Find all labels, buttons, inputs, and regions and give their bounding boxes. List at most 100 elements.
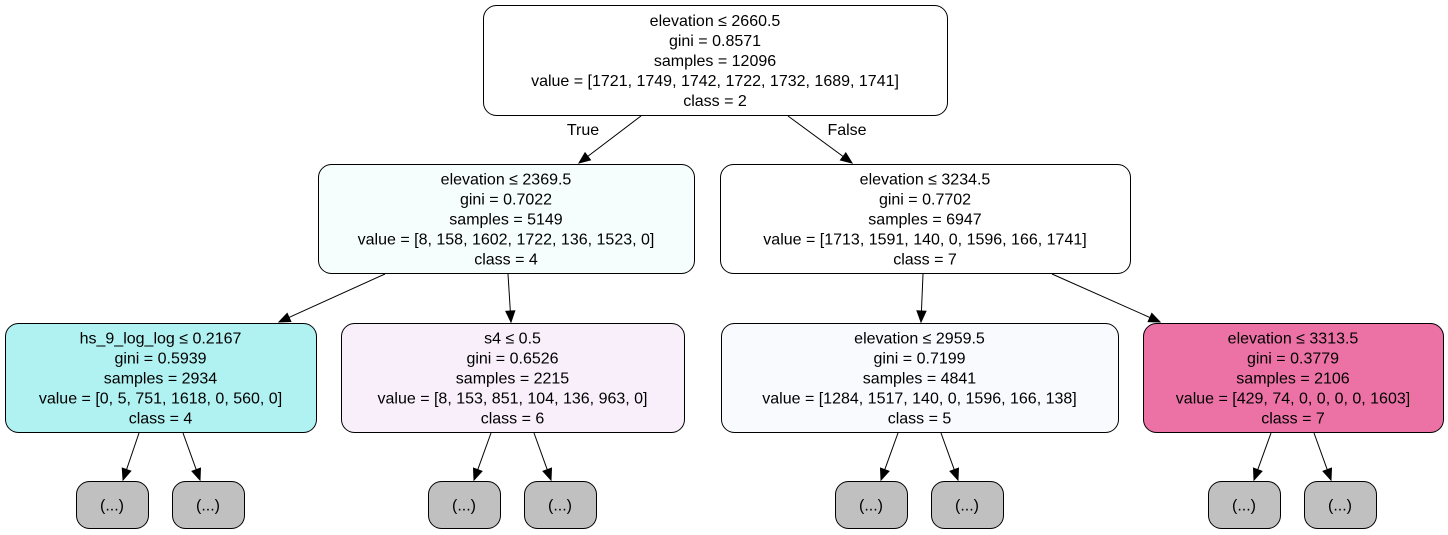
node-box bbox=[1208, 481, 1281, 529]
node-text-line: gini = 0.7199 bbox=[873, 351, 965, 368]
tree-edge-n3-t1 bbox=[121, 432, 140, 482]
edge-line bbox=[884, 432, 899, 470]
truncated-label: (...) bbox=[100, 498, 124, 515]
arrow-head-icon bbox=[1147, 312, 1162, 323]
node-text-line: samples = 2106 bbox=[1236, 371, 1350, 388]
tree-node-n6: elevation ≤ 3313.5 gini = 0.3779 samples =… bbox=[1143, 323, 1444, 433]
truncated-node: (...) bbox=[76, 481, 149, 529]
edge-line bbox=[507, 273, 511, 312]
node-box bbox=[1143, 323, 1444, 433]
node-text-line: class = 5 bbox=[888, 411, 952, 428]
node-text-line: class = 7 bbox=[893, 252, 957, 269]
truncated-label: (...) bbox=[548, 498, 572, 515]
arrow-head-icon bbox=[839, 151, 854, 164]
truncated-node: (...) bbox=[1208, 481, 1281, 529]
node-text-line: value = [429, 74, 0, 0, 0, 0, 1603] bbox=[1176, 391, 1410, 408]
node-box bbox=[172, 481, 245, 529]
node-text-line: class = 2 bbox=[683, 93, 747, 110]
node-text-line: gini = 0.3779 bbox=[1247, 351, 1339, 368]
node-box bbox=[835, 481, 908, 529]
node-box bbox=[5, 323, 317, 433]
node-text-line: samples = 2215 bbox=[456, 371, 570, 388]
truncated-node: (...) bbox=[1304, 481, 1377, 529]
node-text-line: value = [1284, 1517, 140, 0, 1596, 166, … bbox=[762, 391, 1076, 408]
node-text-line: value = [1713, 1591, 140, 0, 1596, 166, … bbox=[763, 232, 1086, 249]
edge-line bbox=[1051, 273, 1151, 318]
tree-node-n3: hs_9_log_log ≤ 0.2167 gini = 0.5939 sample… bbox=[5, 323, 317, 433]
tree-edge-n1-n4 bbox=[505, 273, 516, 324]
tree-node-n4: s4 ≤ 0.5 gini = 0.6526 samples = 2215 value… bbox=[341, 323, 685, 433]
node-box bbox=[931, 481, 1004, 529]
tree-edge-n4-t4 bbox=[533, 432, 553, 482]
edge-line bbox=[587, 115, 642, 157]
node-text-line: gini = 0.8571 bbox=[669, 33, 761, 50]
tree-edge-n0-n2: False bbox=[787, 115, 867, 164]
node-text-line: elevation ≤ 3313.5 bbox=[1228, 331, 1359, 348]
tree-edge-n0-n1: True bbox=[567, 115, 642, 164]
arrow-head-icon bbox=[505, 310, 516, 324]
edge-line bbox=[940, 432, 955, 470]
node-box bbox=[428, 481, 501, 529]
node-text-line: gini = 0.6526 bbox=[466, 351, 558, 368]
node-box bbox=[721, 323, 1119, 433]
truncated-label: (...) bbox=[955, 498, 979, 515]
node-text-line: class = 6 bbox=[481, 411, 545, 428]
tree-edge-n5-t6 bbox=[940, 432, 960, 482]
edge-line bbox=[126, 432, 140, 470]
tree-node-n0: elevation ≤ 2660.5 gini = 0.8571 samples =… bbox=[483, 5, 948, 116]
truncated-node: (...) bbox=[172, 481, 245, 529]
node-text-line: hs_9_log_log ≤ 0.2167 bbox=[80, 331, 242, 348]
edge-line bbox=[920, 273, 924, 312]
node-box bbox=[76, 481, 149, 529]
edge-line bbox=[182, 432, 197, 470]
tree-edge-n2-n6 bbox=[1051, 273, 1162, 323]
tree-edge-n6-t7 bbox=[1252, 432, 1272, 482]
node-text-line: value = [0, 5, 751, 1618, 0, 560, 0] bbox=[39, 391, 282, 408]
node-text-line: s4 ≤ 0.5 bbox=[484, 331, 541, 348]
node-text-line: samples = 2934 bbox=[104, 371, 218, 388]
arrow-head-icon bbox=[542, 467, 553, 482]
arrow-head-icon bbox=[1252, 467, 1263, 482]
edge-line bbox=[1313, 432, 1328, 470]
node-box bbox=[341, 323, 685, 433]
node-text-line: value = [8, 153, 851, 104, 136, 963, 0] bbox=[378, 391, 648, 408]
truncated-label: (...) bbox=[452, 498, 476, 515]
truncated-node: (...) bbox=[931, 481, 1004, 529]
node-box bbox=[483, 5, 948, 116]
node-text-line: class = 7 bbox=[1261, 411, 1325, 428]
arrow-head-icon bbox=[1322, 467, 1333, 482]
tree-edge-n1-n3 bbox=[277, 273, 386, 323]
node-box bbox=[1304, 481, 1377, 529]
node-text-line: class = 4 bbox=[474, 252, 538, 269]
node-text-line: samples = 6947 bbox=[868, 212, 982, 229]
node-text-line: samples = 12096 bbox=[654, 53, 776, 70]
edge-line bbox=[787, 115, 844, 157]
node-text-line: class = 4 bbox=[129, 411, 193, 428]
node-text-line: gini = 0.5939 bbox=[114, 351, 206, 368]
arrow-head-icon bbox=[121, 467, 132, 482]
node-box bbox=[524, 481, 597, 529]
edges-layer: True False bbox=[121, 115, 1333, 482]
arrow-head-icon bbox=[949, 467, 960, 482]
node-text-line: elevation ≤ 3234.5 bbox=[860, 172, 991, 189]
node-box bbox=[720, 164, 1131, 274]
arrow-head-icon bbox=[879, 467, 890, 482]
arrow-head-icon bbox=[577, 151, 592, 164]
truncated-label: (...) bbox=[196, 498, 220, 515]
tree-edge-n2-n5 bbox=[916, 273, 927, 324]
tree-edge-n6-t8 bbox=[1313, 432, 1333, 482]
tree-edge-n4-t3 bbox=[472, 432, 492, 482]
edge-line bbox=[1257, 432, 1272, 470]
node-text-line: value = [8, 158, 1602, 1722, 136, 1523, … bbox=[358, 232, 655, 249]
truncated-label: (...) bbox=[1328, 498, 1352, 515]
node-text-line: elevation ≤ 2660.5 bbox=[650, 13, 781, 30]
nodes-layer: elevation ≤ 2660.5 gini = 0.8571 samples =… bbox=[5, 5, 1444, 529]
truncated-node: (...) bbox=[524, 481, 597, 529]
tree-edge-n5-t5 bbox=[879, 432, 899, 482]
node-text-line: elevation ≤ 2369.5 bbox=[441, 172, 572, 189]
node-text-line: gini = 0.7022 bbox=[460, 192, 552, 209]
edge-label: True bbox=[567, 122, 599, 139]
